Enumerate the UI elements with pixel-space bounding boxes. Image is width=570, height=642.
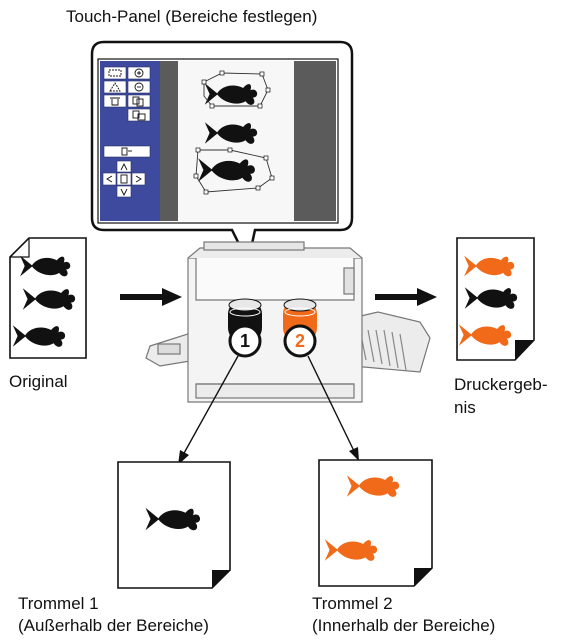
result-label-line1: Druckergeb- [454,375,548,394]
touch-panel-bubble [90,40,354,266]
drum-1-number: 1 [239,331,250,351]
result-label-line2: nis [454,398,476,417]
drum-1 [228,298,262,358]
page-icon[interactable] [116,172,132,186]
printer-machine [145,241,431,403]
drum-2-number: 2 [294,331,305,351]
touch-panel-label: Touch-Panel (Bereiche festlegen) [66,7,318,26]
result-document [456,237,535,361]
original-document [9,237,87,359]
drum-2-title: Trommel 2 [312,594,393,613]
delete-icon[interactable] [103,94,127,108]
original-label: Original [9,372,68,391]
select-rect-icon[interactable] [103,66,127,80]
select-polygon-icon[interactable] [103,80,127,94]
arrow-down-icon[interactable] [116,185,132,198]
arrow-in [120,288,182,306]
drum-2-arrow [307,355,359,461]
drum-1-subtitle: (Außerhalb der Bereiche) [18,616,209,635]
drum-2-sheet [318,459,433,587]
drum-2 [283,298,317,358]
drum-2-subtitle: (Innerhalb der Bereiche) [312,616,496,635]
arrow-left-icon[interactable] [102,172,117,186]
arrow-right-icon[interactable] [131,172,146,186]
arrow-out [375,288,437,306]
drum-1-title: Trommel 1 [18,594,99,613]
arrow-up-icon[interactable] [116,160,132,173]
drum-1-sheet [117,461,231,589]
